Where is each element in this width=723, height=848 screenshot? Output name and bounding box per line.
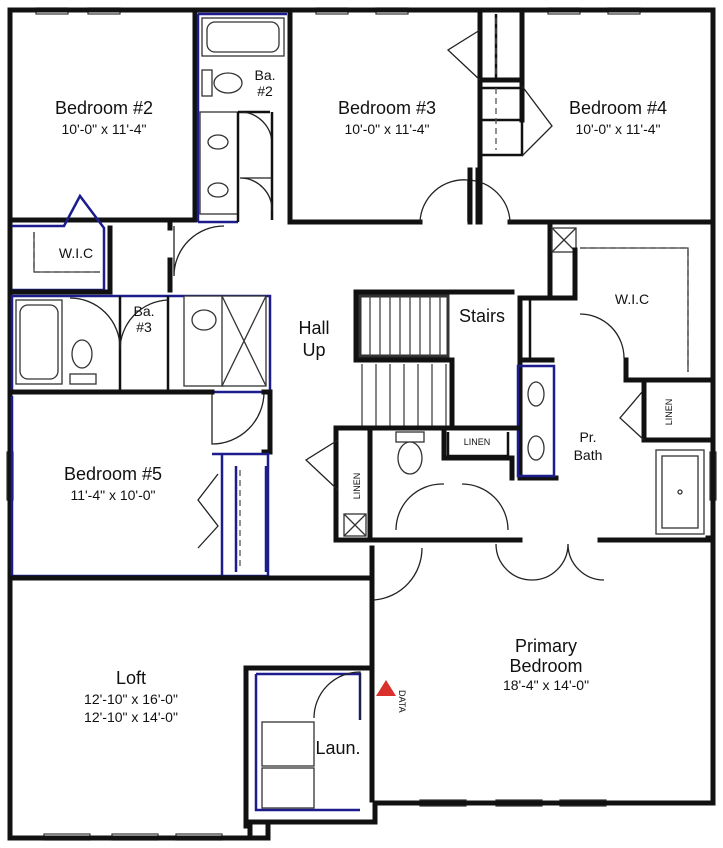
hall-center-cluster: [304, 425, 716, 581]
left-wic: [7, 193, 113, 295]
primary-bath-label-2: Bath: [574, 447, 603, 463]
stairs-label: Stairs: [459, 306, 505, 326]
bath-3-label: Ba.: [133, 303, 154, 319]
loft-dim-2: 12'-10" x 14'-0": [84, 709, 178, 725]
bedroom-2-label: Bedroom #2: [55, 98, 153, 118]
linen-b-label: LINEN: [464, 437, 491, 447]
wic-right-label: W.I.C: [615, 291, 649, 307]
bedroom-4-dim: 10'-0" x 11'-4": [575, 121, 660, 137]
primary-bedroom-label: Primary: [515, 636, 577, 656]
bath-3: [10, 294, 272, 394]
hall-doors: [173, 167, 511, 445]
hall-label: Hall: [298, 318, 329, 338]
svg-text:DATA: DATA: [397, 690, 407, 713]
primary-bath-label: Pr.: [579, 429, 596, 445]
primary-bedroom-label-2: Bedroom: [509, 656, 582, 676]
stairs: [353, 289, 515, 431]
labels: Bedroom #2 10'-0" x 11'-4" Bedroom #3 10…: [55, 67, 674, 758]
bedroom-5-dim: 11'-4" x 10'-0": [70, 487, 155, 503]
bedroom-2-dim: 10'-0" x 11'-4": [61, 121, 146, 137]
bedroom-3-label: Bedroom #3: [338, 98, 436, 118]
linen-a-label: LINEN: [352, 473, 362, 500]
bath-3-number: #3: [136, 319, 152, 335]
bath-2-label: Ba.: [254, 67, 275, 83]
loft-dim-1: 12'-10" x 16'-0": [84, 691, 178, 707]
hall-up-label: Up: [302, 340, 325, 360]
primary-suite-upper: [516, 219, 716, 535]
bath-2-number: #2: [257, 83, 273, 99]
laundry-label: Laun.: [315, 738, 360, 758]
linen-c-label: LINEN: [664, 399, 674, 426]
bedroom-4-label: Bedroom #4: [569, 98, 667, 118]
bedroom-closets-top: [446, 14, 553, 157]
wic-left-label: W.I.C: [59, 245, 93, 261]
loft-laundry-walls: [243, 545, 423, 829]
bedroom-3-dim: 10'-0" x 11'-4": [344, 121, 429, 137]
primary-bedroom-dim: 18'-4" x 14'-0": [503, 677, 589, 693]
data-marker: DATA: [376, 680, 407, 713]
bath-2: [196, 12, 287, 224]
bedroom-5-label: Bedroom #5: [64, 464, 162, 484]
loft-label: Loft: [116, 668, 146, 688]
top-interior-walls: [7, 7, 716, 293]
bedroom-5-walls: [7, 389, 375, 581]
